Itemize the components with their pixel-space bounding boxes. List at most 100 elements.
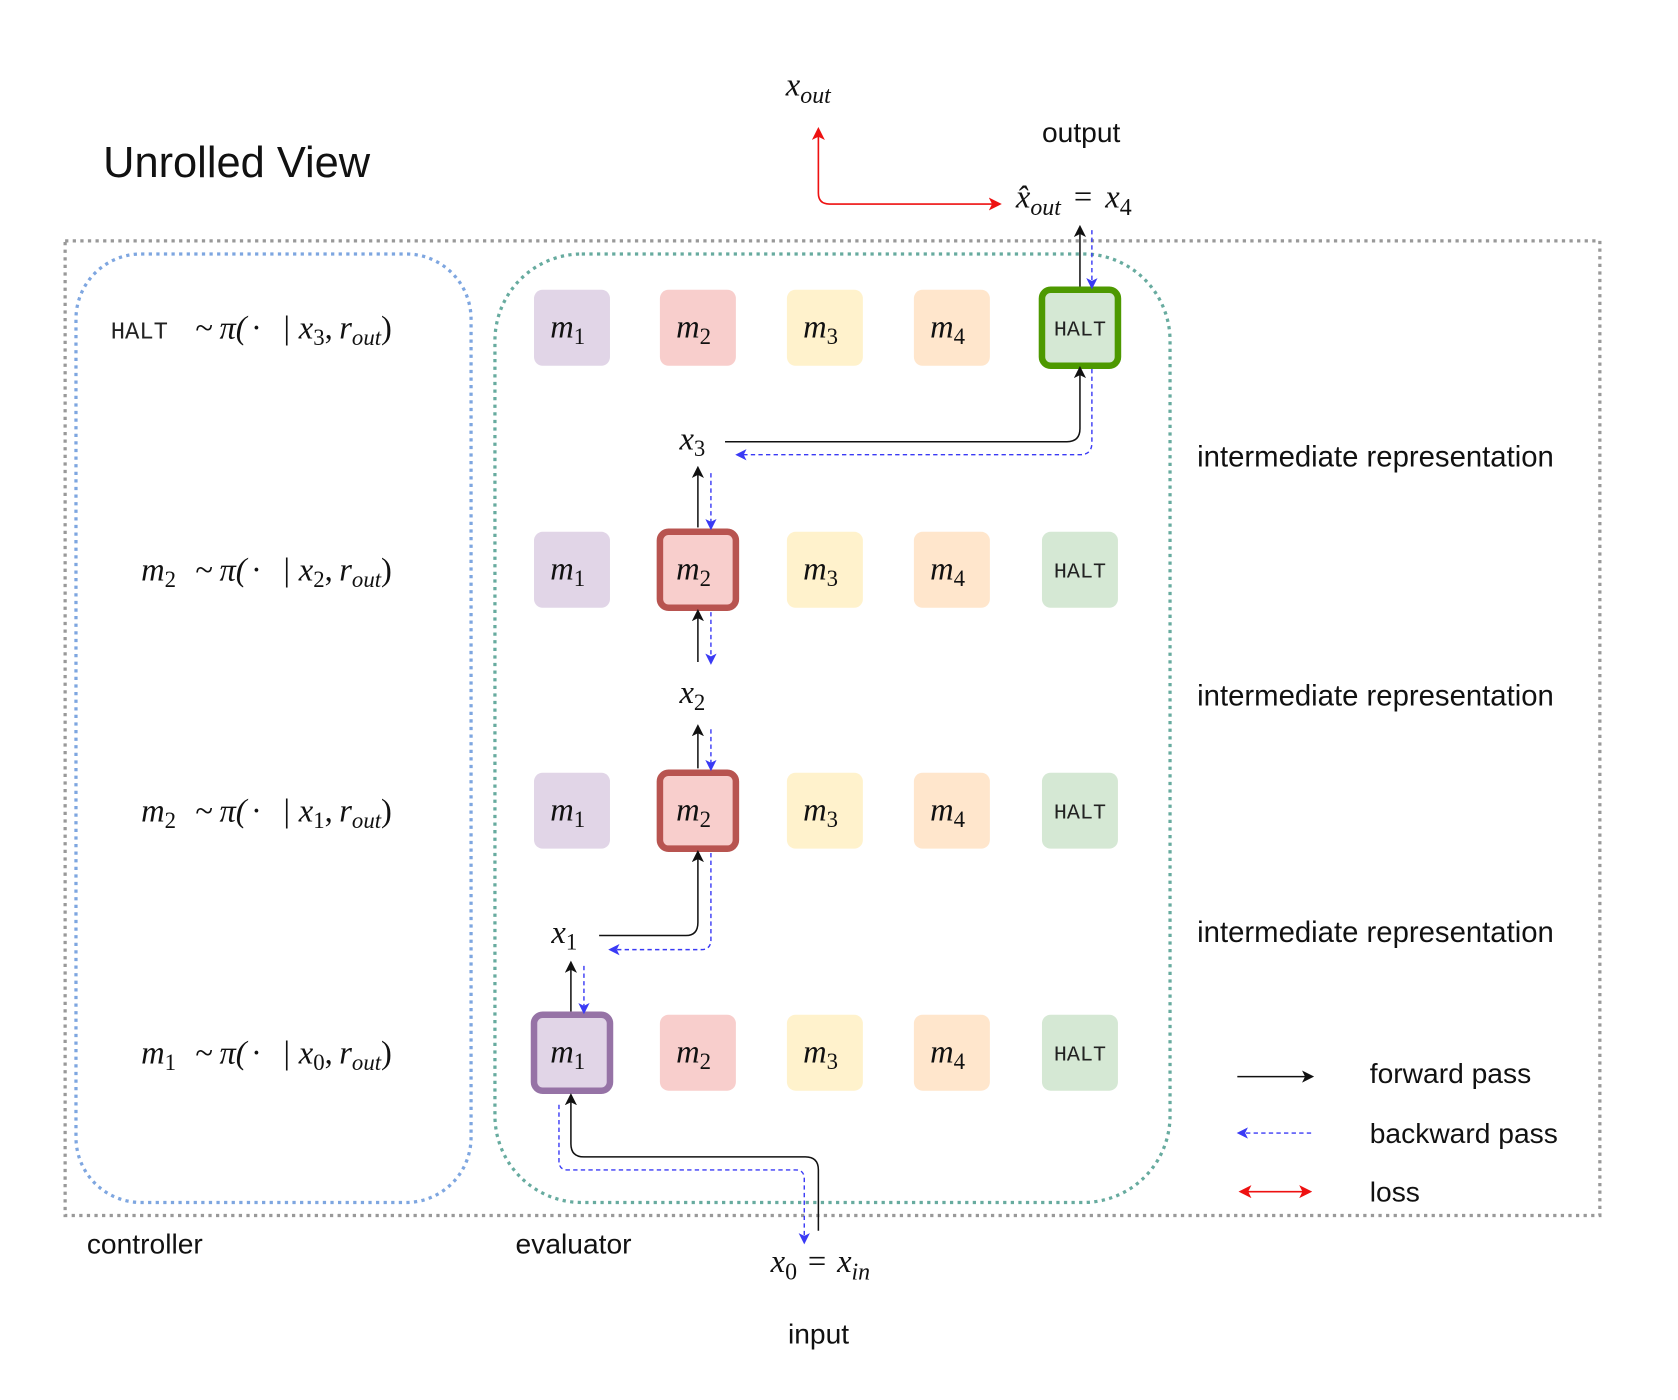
module-m2-selected: m2 [656, 528, 740, 612]
module-box [1038, 286, 1122, 369]
module-m3: m3 [786, 772, 863, 849]
policy-choice: m2 [141, 553, 176, 593]
module-label: m3 [803, 792, 838, 832]
backward-arrow-m2-x1 [608, 853, 712, 956]
module-label: m1 [550, 552, 585, 592]
module-halt: HALT [1041, 1014, 1118, 1091]
input-label: input [788, 1318, 849, 1350]
module-label: m1 [550, 310, 585, 350]
module-box [534, 531, 610, 608]
backward-pass-arrows [558, 230, 1098, 1245]
forward-arrow-x3-halt [725, 365, 1087, 443]
module-label: m4 [930, 552, 966, 592]
module-label: m2 [676, 552, 711, 592]
legend-forward-label: forward pass [1370, 1057, 1531, 1089]
intermediate-label-1: intermediate representation [1197, 441, 1554, 474]
module-label: HALT [1054, 800, 1106, 825]
input-expression: x0=xin [770, 1244, 870, 1286]
policy-distribution: ~π(·|x2,rout) [195, 553, 392, 593]
module-m3: m3 [786, 289, 863, 366]
module-label: m4 [930, 310, 966, 350]
module-label: m2 [676, 792, 711, 832]
module-box [786, 772, 863, 849]
rep-x2: x2 [678, 675, 705, 715]
policy-choice: m1 [141, 1036, 176, 1076]
rep-x1: x1 [550, 915, 577, 955]
forward-arrow-x1-m2 [599, 849, 704, 937]
loss-arrow [811, 126, 1002, 211]
module-label: m3 [803, 310, 838, 350]
module-label: HALT [1054, 1042, 1106, 1067]
module-row-4: m1 m2 m3 m4 HALT [530, 1011, 1118, 1094]
module-label: m3 [803, 552, 838, 592]
module-box [656, 528, 740, 612]
module-label: m1 [550, 792, 585, 832]
module-label: HALT [1054, 559, 1106, 584]
module-label: m4 [930, 792, 966, 832]
module-box [786, 531, 863, 608]
policy-expression-2: m2 ~π(·|x2,rout) [141, 553, 392, 593]
module-m2-selected: m2 [656, 769, 740, 852]
module-label: m3 [803, 1034, 838, 1074]
module-m4: m4 [913, 289, 990, 366]
module-m3: m3 [786, 531, 863, 608]
module-box [656, 769, 740, 852]
module-box [913, 1014, 990, 1091]
policy-expression-3: m2~π(·|x1,rout) [141, 794, 392, 834]
module-row-3: m1 m2 m3 m4 HALT [534, 769, 1118, 852]
module-box [786, 1014, 863, 1091]
diagram-title: Unrolled View [103, 139, 371, 187]
forward-pass-arrows [564, 224, 1087, 1231]
module-halt: HALT [1041, 772, 1118, 849]
module-label: m1 [550, 1034, 585, 1074]
module-row-1: m1 m2 m3 m4 HALT [534, 286, 1122, 369]
module-label: HALT [1054, 317, 1106, 342]
module-box [534, 289, 610, 366]
module-m1: m1 [534, 289, 610, 366]
module-label: m4 [930, 1034, 966, 1074]
module-m2: m2 [659, 289, 736, 366]
module-box [659, 289, 736, 366]
backward-arrow-halt-x3 [735, 368, 1093, 461]
output-expression: x̂out=x4 [1015, 179, 1132, 221]
module-m4: m4 [913, 531, 990, 608]
target-x-out: xout [785, 68, 832, 110]
controller-policies: HALT~π(·|x3,rout)m2~π(·|x2,rout)m2~π(·|x… [111, 311, 392, 1075]
module-box [1041, 531, 1118, 608]
module-label: m2 [676, 310, 711, 350]
module-m1-selected: m1 [530, 1011, 614, 1094]
controller-label: controller [87, 1227, 203, 1259]
forward-arrow-input-m1 [564, 1093, 820, 1231]
output-label: output [1042, 116, 1121, 148]
legend-loss-label: loss [1370, 1175, 1420, 1207]
intermediate-label-2: intermediate representation [1197, 679, 1554, 712]
module-m1: m1 [534, 772, 610, 849]
policy-choice: m2 [141, 794, 176, 834]
module-m3: m3 [786, 1014, 863, 1091]
intermediate-label-3: intermediate representation [1197, 916, 1554, 949]
module-box [913, 772, 990, 849]
module-halt-selected: HALT [1038, 286, 1122, 369]
module-box [534, 772, 610, 849]
module-label: m2 [676, 1034, 711, 1074]
module-box [1041, 1014, 1118, 1091]
controller-box [74, 252, 473, 1205]
module-box [1041, 772, 1118, 849]
rep-x3: x3 [678, 421, 705, 461]
module-box [786, 289, 863, 366]
outer-frame [63, 239, 1602, 1218]
policy-expression-4: m1 ~π(·|x0,rout) [141, 1036, 392, 1076]
backward-arrow-m1-input [558, 1104, 810, 1245]
policy-choice: HALT [111, 320, 168, 347]
module-m4: m4 [913, 772, 990, 849]
evaluator-box [493, 252, 1172, 1205]
module-m2: m2 [659, 1014, 736, 1091]
policy-distribution: ~π(·|x0,rout) [195, 1036, 392, 1076]
evaluator-label: evaluator [516, 1227, 632, 1259]
legend-backward-label: backward pass [1370, 1117, 1558, 1149]
module-box [659, 1014, 736, 1091]
policy-distribution: ~π(·|x3,rout) [195, 311, 392, 351]
module-row-2: m1 m2 m3 m4 HALT [534, 528, 1118, 612]
policy-expression-1: HALT ~π(·|x3,rout) [111, 311, 392, 351]
